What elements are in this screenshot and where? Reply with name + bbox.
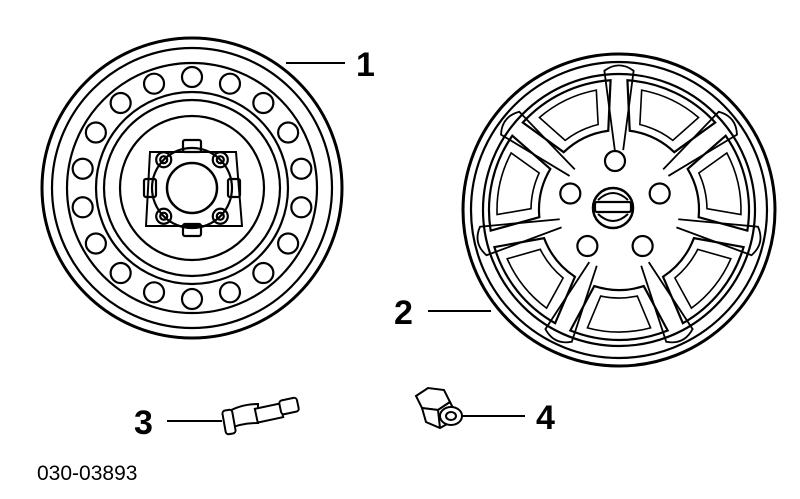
- cover-window: [492, 236, 577, 325]
- vent-holes: [71, 65, 313, 311]
- cover-hole: [603, 149, 627, 173]
- hub-slot: [226, 177, 242, 199]
- lug-stud-hole: [155, 151, 173, 169]
- cover-spoke: [544, 261, 598, 344]
- vent-hole: [84, 232, 107, 255]
- vent-hole: [109, 91, 132, 115]
- cover-window: [661, 236, 746, 325]
- vent-hole: [180, 287, 204, 311]
- cover-window-inner: [586, 295, 652, 333]
- valve-stem: [221, 396, 300, 436]
- callout-label-1: 1: [356, 46, 375, 84]
- cover-spoke: [603, 64, 635, 151]
- lug-stud-hole-inner: [215, 211, 225, 221]
- cover-hole: [648, 182, 671, 205]
- cover-spoke: [676, 218, 762, 257]
- vent-hole: [71, 157, 94, 180]
- cover-center-emblem: [591, 186, 635, 230]
- callout-label-2: 2: [394, 294, 413, 332]
- vent-hole: [218, 72, 242, 95]
- cover-window: [568, 284, 670, 342]
- cover-window: [686, 134, 751, 233]
- cover-spokes: [476, 64, 762, 344]
- cover-spoke: [476, 218, 562, 257]
- callout-label-4: 4: [536, 399, 555, 437]
- cover-window-inner: [538, 89, 599, 142]
- wheel-hub: [142, 138, 244, 238]
- hub-slots: [142, 138, 242, 238]
- vent-hole: [109, 261, 132, 285]
- cover-window-inner: [697, 151, 742, 216]
- cover-spoke: [662, 110, 738, 177]
- vent-hole: [142, 72, 166, 95]
- vent-hole: [218, 281, 242, 304]
- steel-wheel: [40, 36, 344, 340]
- lug-stud-hole-inner: [215, 155, 225, 165]
- wheel-cover: [461, 52, 777, 368]
- cover-center-holes: [559, 149, 671, 258]
- callout-label-3: 3: [134, 404, 153, 442]
- cover-window: [626, 79, 717, 154]
- lug-stud-holes: [155, 151, 229, 225]
- cover-window-inner: [506, 248, 565, 310]
- vent-hole: [180, 65, 204, 89]
- vent-hole: [277, 121, 300, 144]
- vent-hole: [142, 281, 166, 304]
- vent-hole: [71, 196, 94, 219]
- vent-hole: [252, 261, 275, 285]
- vent-hole: [252, 91, 275, 115]
- cover-window-inner: [496, 151, 541, 216]
- cover-spoke: [640, 261, 694, 344]
- cover-window-inner: [673, 248, 732, 310]
- vent-hole: [277, 232, 300, 255]
- cover-window: [487, 134, 552, 233]
- vent-hole: [290, 196, 313, 219]
- cover-hole: [631, 234, 654, 258]
- lug-stud-hole: [211, 207, 229, 225]
- hub-slot: [142, 177, 158, 199]
- cover-spoke: [500, 110, 576, 177]
- vent-hole: [290, 157, 313, 180]
- lug-nut: [414, 386, 463, 430]
- cover-window: [521, 79, 612, 154]
- vent-hole: [84, 121, 107, 144]
- hub-slot: [181, 222, 203, 238]
- cover-hole: [559, 182, 582, 205]
- lug-stud-hole: [155, 207, 173, 225]
- cover-window-inner: [639, 89, 700, 142]
- cover-hole: [576, 234, 599, 258]
- lug-stud-hole-inner: [159, 211, 169, 221]
- figure-number: 030-03893: [37, 462, 137, 485]
- hub-slot: [181, 138, 203, 154]
- lug-stud-hole: [211, 151, 229, 169]
- cover-windows: [487, 79, 751, 342]
- lug-stud-hole-inner: [159, 155, 169, 165]
